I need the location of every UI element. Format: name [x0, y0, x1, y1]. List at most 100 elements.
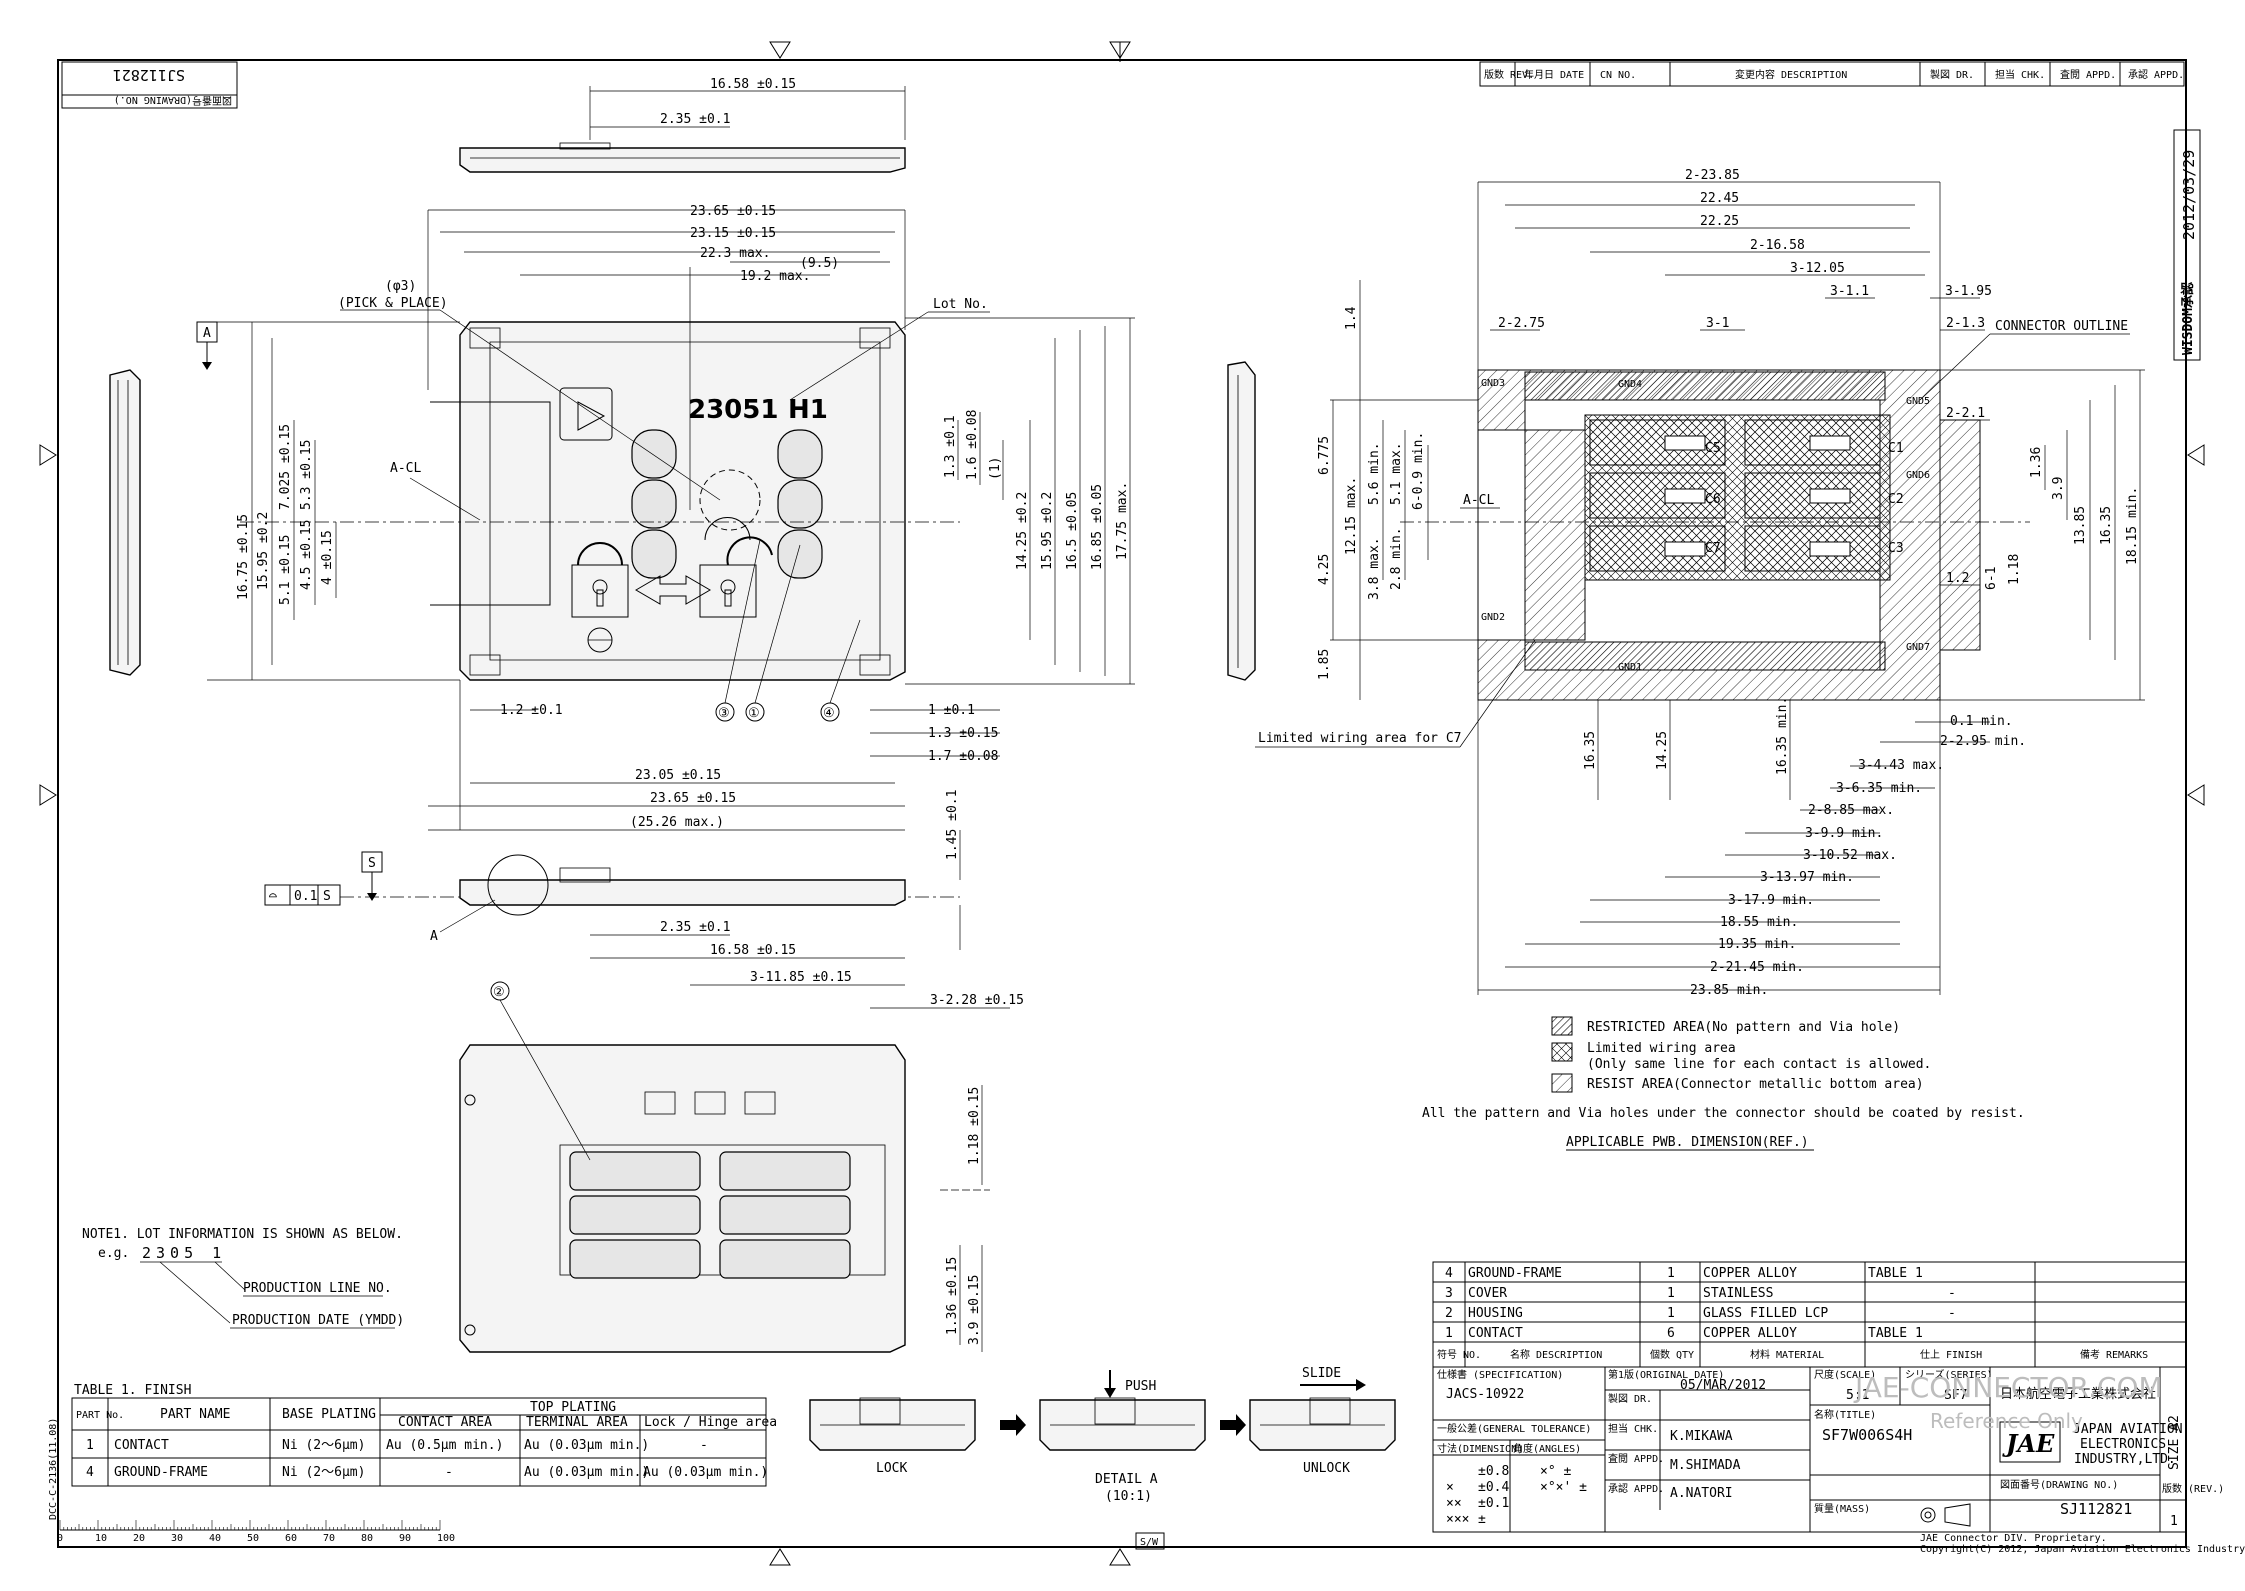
callout-4: ④ — [823, 706, 835, 721]
bottom-dim-1: 1 ±0.1 — [928, 703, 975, 718]
bottom-dim-3-11-85: 3-11.85 ±0.15 — [750, 970, 852, 985]
finish-sh-lock: Lock / Hinge area — [644, 1415, 777, 1430]
bottom-dim-23-65: 23.65 ±0.15 — [650, 791, 736, 806]
bottom-dim-3-2-28: 3-2.28 ±0.15 — [930, 993, 1024, 1008]
rev-col-rev: 版数 REV. — [1484, 68, 1534, 81]
pwb-v-14-25: 14.25 — [1655, 731, 1670, 770]
ruler-label: 60 — [285, 1533, 297, 1544]
watermark-1: JAE-CONNECTOR.COM — [1853, 1371, 2163, 1404]
lot-note: NOTE1. LOT INFORMATION IS SHOWN AS BELOW… — [82, 1227, 404, 1329]
side-dim-2-35: 2.35 ±0.1 — [660, 920, 730, 935]
frame-sw: S/W — [1140, 1537, 1159, 1548]
pwb-b-2-21-45: 2-21.45 min. — [1710, 960, 1804, 975]
finish-row: 1 CONTACT Ni (2〜6μm) Au (0.5μm min.) Au … — [86, 1438, 708, 1453]
detail-sequence: PUSH SLIDE LOCK DETAIL A (10:1) UNLOCK — [809, 1366, 1396, 1504]
name-chk: K.MIKAWA — [1670, 1429, 1733, 1444]
tolerance-frame: ⌓ 0.1 S — [264, 884, 341, 906]
ruler-label: 70 — [323, 1533, 335, 1544]
company-en-2: ELECTRONICS — [2080, 1437, 2166, 1452]
legend-restricted: RESTRICTED AREA(No pattern and Via hole) — [1587, 1020, 1900, 1035]
bottom-dim-1-2: 1.2 ±0.1 — [500, 703, 563, 718]
pwb-dim-2-1-3: 2-1.3 — [1946, 316, 1985, 331]
parts-row: 2 HOUSING 1 GLASS FILLED LCP - — [1445, 1306, 1956, 1321]
bottom-dim-23-05: 23.05 ±0.15 — [635, 768, 721, 783]
wisdom-stamp: WISDOM承認 2012/03/29 — [2173, 129, 2201, 361]
pwb-left-6-0-9: 6-0.9 min. — [1411, 432, 1426, 510]
right-dim-1-3: 1.3 ±0.1 — [943, 415, 958, 478]
pwb-dim-3-1-95: 3-1.95 — [1945, 284, 1992, 299]
pad-gnd7: GND7 — [1906, 642, 1930, 653]
pwb-right-3-9: 3.9 — [2051, 477, 2066, 500]
right-dim-17-75: 17.75 max. — [1115, 482, 1130, 560]
rev-col-date: 年月日 DATE — [1524, 68, 1584, 81]
legend-limited2: (Only same line for each contact is allo… — [1587, 1057, 1931, 1072]
company-jp: 日本航空電子工業株式会社 — [2000, 1386, 2156, 1402]
spec-label: 仕様書 (SPECIFICATION) — [1437, 1368, 1563, 1381]
parts-cell: 2 — [1445, 1306, 1453, 1321]
parts-cell: 1 — [1445, 1326, 1453, 1341]
original-date-label: 第1版(ORIGINAL DATE) — [1608, 1368, 1724, 1381]
parts-h-qty: 個数 QTY — [1650, 1348, 1694, 1361]
unlock-icon — [699, 536, 773, 618]
callout-2: ② — [493, 985, 505, 1000]
detail-a-label: DETAIL A — [1095, 1472, 1158, 1487]
detail-unlock-figure: SLIDE — [1249, 1366, 1396, 1451]
tol-value-3: ± — [1478, 1512, 1486, 1527]
left-dim-4-5: 4.5 ±0.15 — [299, 520, 314, 590]
parts-cell: 1 — [1667, 1286, 1675, 1301]
parts-cell: COPPER ALLOY — [1703, 1326, 1797, 1341]
pwb-b-23-85: 23.85 min. — [1690, 983, 1768, 998]
parts-h-finish: 仕上 FINISH — [1920, 1348, 1982, 1361]
ruler-label: 30 — [171, 1533, 183, 1544]
tol-mark-0: × — [1446, 1480, 1454, 1495]
top-dim-16-58: 16.58 ±0.15 — [710, 77, 796, 92]
pwb-b-18-55: 18.55 min. — [1720, 915, 1798, 930]
pwb-b-3-17-9: 3-17.9 min. — [1728, 893, 1814, 908]
pwb-dim-2-16-58: 2-16.58 — [1750, 238, 1805, 253]
dim-label: 寸法(DIMENSION) — [1437, 1442, 1523, 1455]
bottom-dim-1-36: 1.36 ±0.15 — [945, 1257, 960, 1335]
left-dim-5-3: 5.3 ±0.15 — [299, 440, 314, 510]
pwb-b-3-10-52: 3-10.52 max. — [1803, 848, 1897, 863]
pwb-right-1-18: 1.18 — [2007, 554, 2022, 585]
pad-gnd5: GND5 — [1906, 396, 1930, 407]
right-dim-14-25: 14.25 ±0.2 — [1015, 492, 1030, 570]
title-value: SF7W006S4H — [1822, 1426, 1912, 1444]
pad-gnd1: GND1 — [1618, 662, 1642, 673]
top-profile-view: 16.58 ±0.15 2.35 ±0.1 — [459, 77, 906, 173]
jae-logo-text: JAE — [2002, 1429, 2055, 1458]
main-dim-23-15: 23.15 ±0.15 — [690, 226, 776, 241]
bottom-dim-25-26: (25.26 max.) — [630, 815, 724, 830]
finish-h-base: BASE PLATING — [282, 1407, 376, 1422]
finish-cell: 4 — [86, 1465, 94, 1480]
bottom-view: ② 3-11.85 ±0.15 3-2.28 ±0.15 1.18 ±0.15 … — [459, 970, 1024, 1353]
main-front-view: 23051 H1 — [196, 204, 1135, 831]
pwb-b-3-6-35: 3-6.35 min. — [1836, 781, 1922, 796]
right-dim-16-85: 16.85 ±0.05 — [1090, 484, 1105, 570]
wisdom-label: WISDOM承認 — [2180, 282, 2196, 355]
rev-col-description: 変更内容 DESCRIPTION — [1735, 68, 1847, 81]
drawing-number-rotated: SJ112821 — [113, 66, 185, 84]
note-line1: NOTE1. LOT INFORMATION IS SHOWN AS BELOW… — [82, 1227, 403, 1242]
parts-h-remarks: 備考 REMARKS — [2080, 1348, 2148, 1361]
right-dim-15-95: 15.95 ±0.2 — [1040, 492, 1055, 570]
tol-symbol: ⌓ — [269, 889, 277, 904]
parts-row: 3 COVER 1 STAINLESS - — [1445, 1286, 1956, 1301]
finish-sh-contact: CONTACT AREA — [398, 1415, 492, 1430]
pwb-dim-22-25: 22.25 — [1700, 214, 1739, 229]
ruler-label: 50 — [247, 1533, 259, 1544]
pad-gnd2: GND2 — [1481, 612, 1505, 623]
lot-code: 23051 — [688, 395, 778, 425]
pwb-dim-3-1-1: 3-1.1 — [1830, 284, 1869, 299]
projection-symbol-icon — [1920, 1503, 1971, 1527]
finish-row: 4 GROUND-FRAME Ni (2〜6μm) - Au (0.03μm m… — [86, 1465, 768, 1480]
parts-cell: COVER — [1468, 1286, 1507, 1301]
role-appd1: 査閲 APPD. — [1608, 1452, 1664, 1465]
drawing-number-box: SJ112821 図面番号(DRAWING NO.) — [61, 61, 238, 109]
pwb-right-6-1: 6-1 — [1984, 567, 1999, 590]
pwb-left-1-4: 1.4 — [1344, 306, 1359, 330]
connector-outline-label: CONNECTOR OUTLINE — [1995, 319, 2128, 334]
pad-c3: C3 — [1888, 541, 1904, 556]
pwb-right-16-35: 16.35 — [2099, 506, 2114, 545]
